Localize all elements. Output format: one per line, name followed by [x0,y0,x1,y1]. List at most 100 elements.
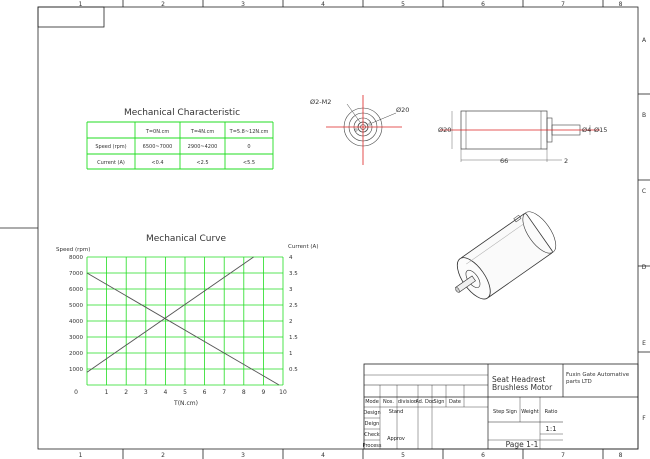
mechanical-characteristic-table: Mechanical Characteristic T=0N.cm T=4N.cm… [86,108,274,170]
tb-row-header: Date [449,399,461,405]
tb-ratio-value: 1:1 [545,425,556,433]
y2-tick-label: 0.5 [289,367,298,373]
tb-product-line: Seat Headrest [492,375,545,384]
tb-role: Deign [365,421,380,427]
y2-tick-label: 1.5 [289,335,298,341]
y-tick-label: 8000 [69,255,83,261]
x-tick-label: 10 [279,389,287,396]
y2-tick-label: 1 [289,351,293,357]
tb-row-header: Nos. [383,399,394,405]
tb-approv: Approv [387,436,405,442]
table-cell: <5.5 [243,160,255,166]
table-row-label: Speed (rpm) [95,144,126,150]
tb-role: Process [363,443,382,449]
table-cell: <2.5 [196,160,208,166]
frame-col-label-top: 1 [79,1,83,8]
tb-row-header: Sign [434,399,445,405]
frame-col-label-bottom: 4 [321,452,325,459]
tb-row-header: Ad. Doc [415,399,435,405]
x-tick-label: 0 [74,389,78,396]
frame-row-label: E [642,340,646,347]
frame-col-label-bottom: 7 [561,452,565,459]
y-tick-label: 3000 [69,335,83,341]
mechanical-curve-chart: Mechanical Curve Speed (rpm) Current (A)… [56,234,318,407]
table-header-cell: T=0N.cm [145,129,170,135]
speed-series-line [86,272,280,386]
current-series-line [86,256,254,373]
x-tick-label: 2 [124,389,128,396]
tb-role: Design [363,410,380,416]
x-tick-label: 8 [242,389,246,396]
y-tick-label: 2000 [69,351,83,357]
frame-col-label-bottom: 1 [79,452,83,459]
shaft-small-label: Ø4 [582,126,591,134]
table-cell: <0.4 [151,160,163,166]
y2-axis-label: Current (A) [288,244,318,250]
table-title: Mechanical Characteristic [124,108,240,118]
tb-step-sign: Step Sign [493,409,517,415]
y2-tick-label: 3 [289,287,293,293]
length-label: 66 [500,157,508,165]
tb-ratio: Ratio [545,409,558,415]
tb-company-line: Fuxin Gate Automative [566,372,630,378]
x-tick-label: 4 [163,389,167,396]
hole-label: Ø2-M2 [310,98,331,106]
tb-row-header: division [398,399,417,405]
frame-col-label-bottom: 6 [481,452,485,459]
tb-row-header: Mode [365,399,379,405]
side-view: Ø20 Ø4 Ø15 66 2 [438,110,607,165]
x-tick-label: 5 [183,389,187,396]
x-tick-label: 6 [203,389,207,396]
front-dia-label: Ø20 [396,106,409,114]
y-tick-label: 7000 [69,271,83,277]
tb-product-line: Brushless Motor [492,383,553,392]
tb-page: Page 1-1 [506,440,539,449]
x-axis-label: T(N.cm) [173,400,198,407]
x-tick-label: 1 [105,389,109,396]
tb-weight: Weight [521,409,538,415]
chart-title: Mechanical Curve [146,234,227,244]
frame-col-label-top: 7 [561,1,565,8]
frame-col-label-top: 5 [401,1,405,8]
front-view: Ø2-M2 Ø20 [310,95,409,165]
frame-row-label: F [642,415,646,422]
y-tick-label: 5000 [69,303,83,309]
y2-tick-label: 4 [289,255,293,261]
frame-row-label: D [642,264,647,271]
table-row-label: Current (A) [97,160,125,166]
title-block: Stand Approv Step Sign Weight Ratio 1:1 … [363,363,639,450]
x-tick-label: 3 [144,389,148,396]
shaft-dia-label: Ø15 [594,126,607,134]
frame-col-label-bottom: 2 [161,452,165,459]
y-tick-label: 1000 [69,367,83,373]
frame-col-label-bottom: 8 [619,452,623,459]
x-tick-label: 9 [261,389,265,396]
x-tick-label: 7 [222,389,226,396]
table-cell: 2900~4200 [188,144,218,150]
frame-col-label-top: 2 [161,1,165,8]
shaft-len-label: 2 [564,157,568,165]
frame-col-label-bottom: 3 [241,452,245,459]
frame-row-label: C [642,188,646,195]
y-tick-label: 4000 [69,319,83,325]
table-cell: 6500~7000 [143,144,173,150]
tb-stand: Stand [389,409,404,415]
frame-col-label-top: 3 [241,1,245,8]
y-tick-label: 6000 [69,287,83,293]
y-axis-label: Speed (rpm) [56,247,90,253]
frame-col-label-bottom: 5 [401,452,405,459]
tb-role: Check [364,432,379,438]
table-cell: 0 [247,144,250,150]
isometric-motor [455,211,557,300]
frame-row-label: B [642,112,646,119]
table-header-cell: T=4N.cm [190,129,215,135]
table-header-cell: T=5.8~12N.cm [229,129,269,135]
y2-tick-label: 3.5 [289,271,298,277]
frame-col-label-top: 8 [619,1,623,8]
y2-tick-label: 2 [289,319,293,325]
tb-company-line: parts LTD [566,379,592,385]
y2-tick-label: 2.5 [289,303,298,309]
frame-col-label-top: 6 [481,1,485,8]
